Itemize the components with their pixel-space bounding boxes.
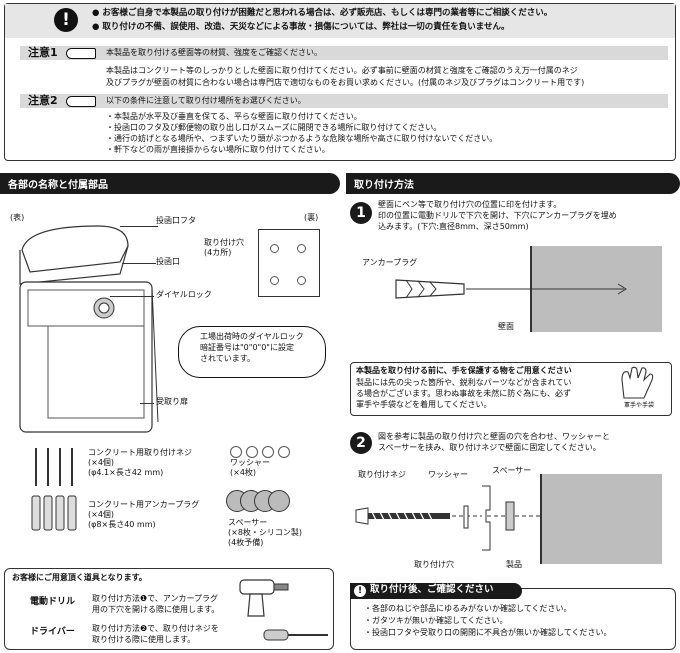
wall-edge — [540, 474, 542, 564]
note1-bar — [20, 46, 668, 60]
glove-icon — [621, 366, 654, 399]
step2-text: スペーサーを挟み、取り付けネジで壁面に固定してください。 — [378, 443, 601, 452]
mounting-hole — [270, 244, 279, 253]
gloves-notice — [350, 362, 672, 416]
anchor-plug-diagram — [395, 279, 627, 299]
step1-text: 壁面にペン等で取り付け穴の位置に印を付けます。 — [378, 200, 562, 209]
mounting-hole — [270, 276, 279, 285]
mailbox-back-plate — [258, 229, 320, 297]
step2-number: 2 — [350, 432, 372, 454]
step2-text: 図を参考に製品の取り付け穴と壁面の穴を合わせ、ワッシャーと — [378, 432, 610, 441]
screw-name: コンクリート用取り付けネジ — [88, 448, 192, 457]
screw-illustration — [35, 448, 73, 486]
washer-name: ワッシャー — [230, 458, 270, 467]
check-item: 各部のねじや部品にゆるみがないか確認してください。 — [364, 604, 572, 615]
hole-label: 取り付け穴 — [414, 560, 454, 569]
gloves-text: 軍手や手袋などを着用してください。 — [356, 400, 492, 409]
holes-label-2: (4カ所) — [204, 248, 232, 257]
driver-name: ドライバー — [30, 627, 75, 637]
warning-line-1: ● お客様ご自身で本製品の取り付けが困難だと思われる場合は、必ず販売店、もしくは… — [92, 8, 553, 18]
spacer-label: スペーサー — [492, 466, 532, 475]
spacer-name: スペーサー — [228, 518, 268, 527]
gloves-text: る場合がございます。思わぬ事故を未然に防ぐ為にも、必ず — [356, 389, 571, 398]
anchor-plug-illustration — [31, 495, 77, 531]
drill-desc: 用の下穴を開ける際に使用します。 — [92, 605, 220, 614]
leader-line — [122, 263, 156, 264]
install-section-title: 取り付け方法 — [346, 173, 680, 194]
step1-text: 込みます。(下穴:直径8mm、深さ50mm) — [378, 222, 529, 231]
holes-label-1: 取り付け穴 — [204, 238, 244, 247]
pointing-hand-icon — [66, 96, 96, 107]
step1-text: 印の位置に電動ドリルで下穴を開け、下穴にアンカープラグを埋め — [378, 211, 617, 220]
screw-assembly-diagram — [355, 485, 540, 551]
note2-item: 本製品が水平及び垂直を保てる、平らな壁面に取り付けてください。 — [106, 112, 362, 123]
mounting-hole — [297, 276, 306, 285]
anchor-label: アンカープラグ — [362, 258, 418, 267]
glove-caption: 軍手や手袋 — [624, 402, 655, 409]
check-item: 投函口フタや受取り口の開閉に不具合が無いか確認してください。 — [364, 628, 612, 639]
washer-illustration — [230, 444, 292, 458]
tools-title: お客様にご用意頂く道具となります。 — [12, 573, 147, 582]
front-label: (表) — [10, 213, 25, 222]
spacer-spare: (4枚予備) — [228, 538, 264, 547]
leader-line — [120, 226, 158, 227]
wall-label: 壁面 — [498, 322, 514, 331]
note1-body-2: 及びプラグが壁面の材質に合わない場合は専門店で適切なものをお買い求めください。(… — [106, 78, 585, 87]
note2-head: 以下の条件に注意して取り付け場所をお選びください。 — [106, 96, 306, 105]
mounting-hole — [297, 244, 306, 253]
lid-label: 投函口フタ — [156, 216, 196, 225]
screwdriver-icon — [263, 629, 328, 641]
exclamation-icon: ! — [354, 585, 366, 597]
check-title-bar — [350, 583, 522, 599]
product-label: 製品 — [506, 560, 522, 569]
screw-size: (φ4.1×長さ42 mm) — [88, 468, 164, 477]
note1-body-1: 本製品はコンクリート等のしっかりとした壁面に取り付けてください。必ず事前に壁面の… — [106, 66, 578, 75]
wall-illustration — [542, 474, 662, 564]
back-label: (裏) — [304, 213, 319, 222]
callout-line: 暗証番号は"0"0"0"に設定 — [200, 343, 294, 352]
plug-name: コンクリート用アンカープラグ — [88, 500, 200, 509]
note2-item: 投函口のフタ及び郵便物の取り出し口がスムーズに開閉できる場所に取り付けてください… — [106, 123, 441, 134]
door-label: 受取り扉 — [156, 397, 188, 406]
gloves-text: 製品には先の尖った箇所や、鋭利なパーツなどが含まれてい — [356, 378, 572, 387]
note1-head: 本製品を取り付ける壁面等の材質、強度をご確認ください。 — [106, 48, 322, 57]
plug-qty: (×4個) — [88, 510, 115, 519]
washer-qty: (×4枚) — [230, 468, 257, 477]
warning-box — [4, 3, 676, 161]
warning-header — [5, 4, 675, 38]
mailbox-front-illustration — [19, 225, 159, 433]
dial-callout — [178, 326, 326, 378]
gloves-title: 本製品を取り付ける前に、手を保護する物をご用意ください — [356, 366, 572, 375]
drill-name: 電動ドリル — [30, 597, 76, 607]
check-item: ガタツキが無いか確認してください。 — [364, 616, 508, 627]
note2-item: 通行の妨げとなる場所や、つまずいたり頭がぶつかるような危険な場所や高さに取り付け… — [106, 134, 497, 145]
callout-line: されています。 — [200, 354, 255, 363]
dial-label: ダイヤルロック — [156, 290, 212, 299]
check-title: 取り付け後、ご確認ください — [370, 584, 494, 595]
spacer-illustration — [226, 490, 306, 514]
screw-qty: (×4個) — [88, 458, 115, 467]
slot-label: 投函口 — [156, 257, 180, 266]
pointing-hand-icon — [66, 48, 96, 59]
washer-label: ワッシャー — [428, 470, 468, 479]
driver-desc: 取り付ける際に使用します。 — [92, 635, 196, 644]
drill-desc: 取り付け方法❶で、アンカープラグ — [92, 594, 219, 603]
step1-number: 1 — [350, 202, 372, 224]
callout-line: 工場出荷時のダイヤルロック — [200, 332, 304, 341]
spacer-qty: (×8枚・シリコン製) — [228, 528, 303, 537]
tools-box — [4, 568, 334, 650]
exclamation-icon: ! — [54, 8, 78, 32]
screw-label: 取り付けネジ — [358, 470, 406, 479]
drill-icon — [239, 579, 289, 617]
leader-line — [110, 296, 154, 297]
leader-line — [140, 403, 154, 404]
driver-desc: 取り付け方法❷で、取り付けネジを — [92, 624, 219, 633]
note1-label: 注意1 — [28, 46, 58, 59]
note2-item: 軒下などの雨が直接掛からない場所に取り付けてください。 — [106, 145, 330, 156]
plug-size: (φ8×長さ40 mm) — [88, 520, 156, 529]
note2-bar — [20, 94, 668, 108]
warning-line-2: ● 取り付けの不備、誤使用、改造、天災などによる事故・損傷については、弊社は一切… — [92, 22, 510, 32]
note2-label: 注意2 — [28, 94, 58, 107]
parts-section-title: 各部の名称と付属部品 — [0, 173, 340, 194]
